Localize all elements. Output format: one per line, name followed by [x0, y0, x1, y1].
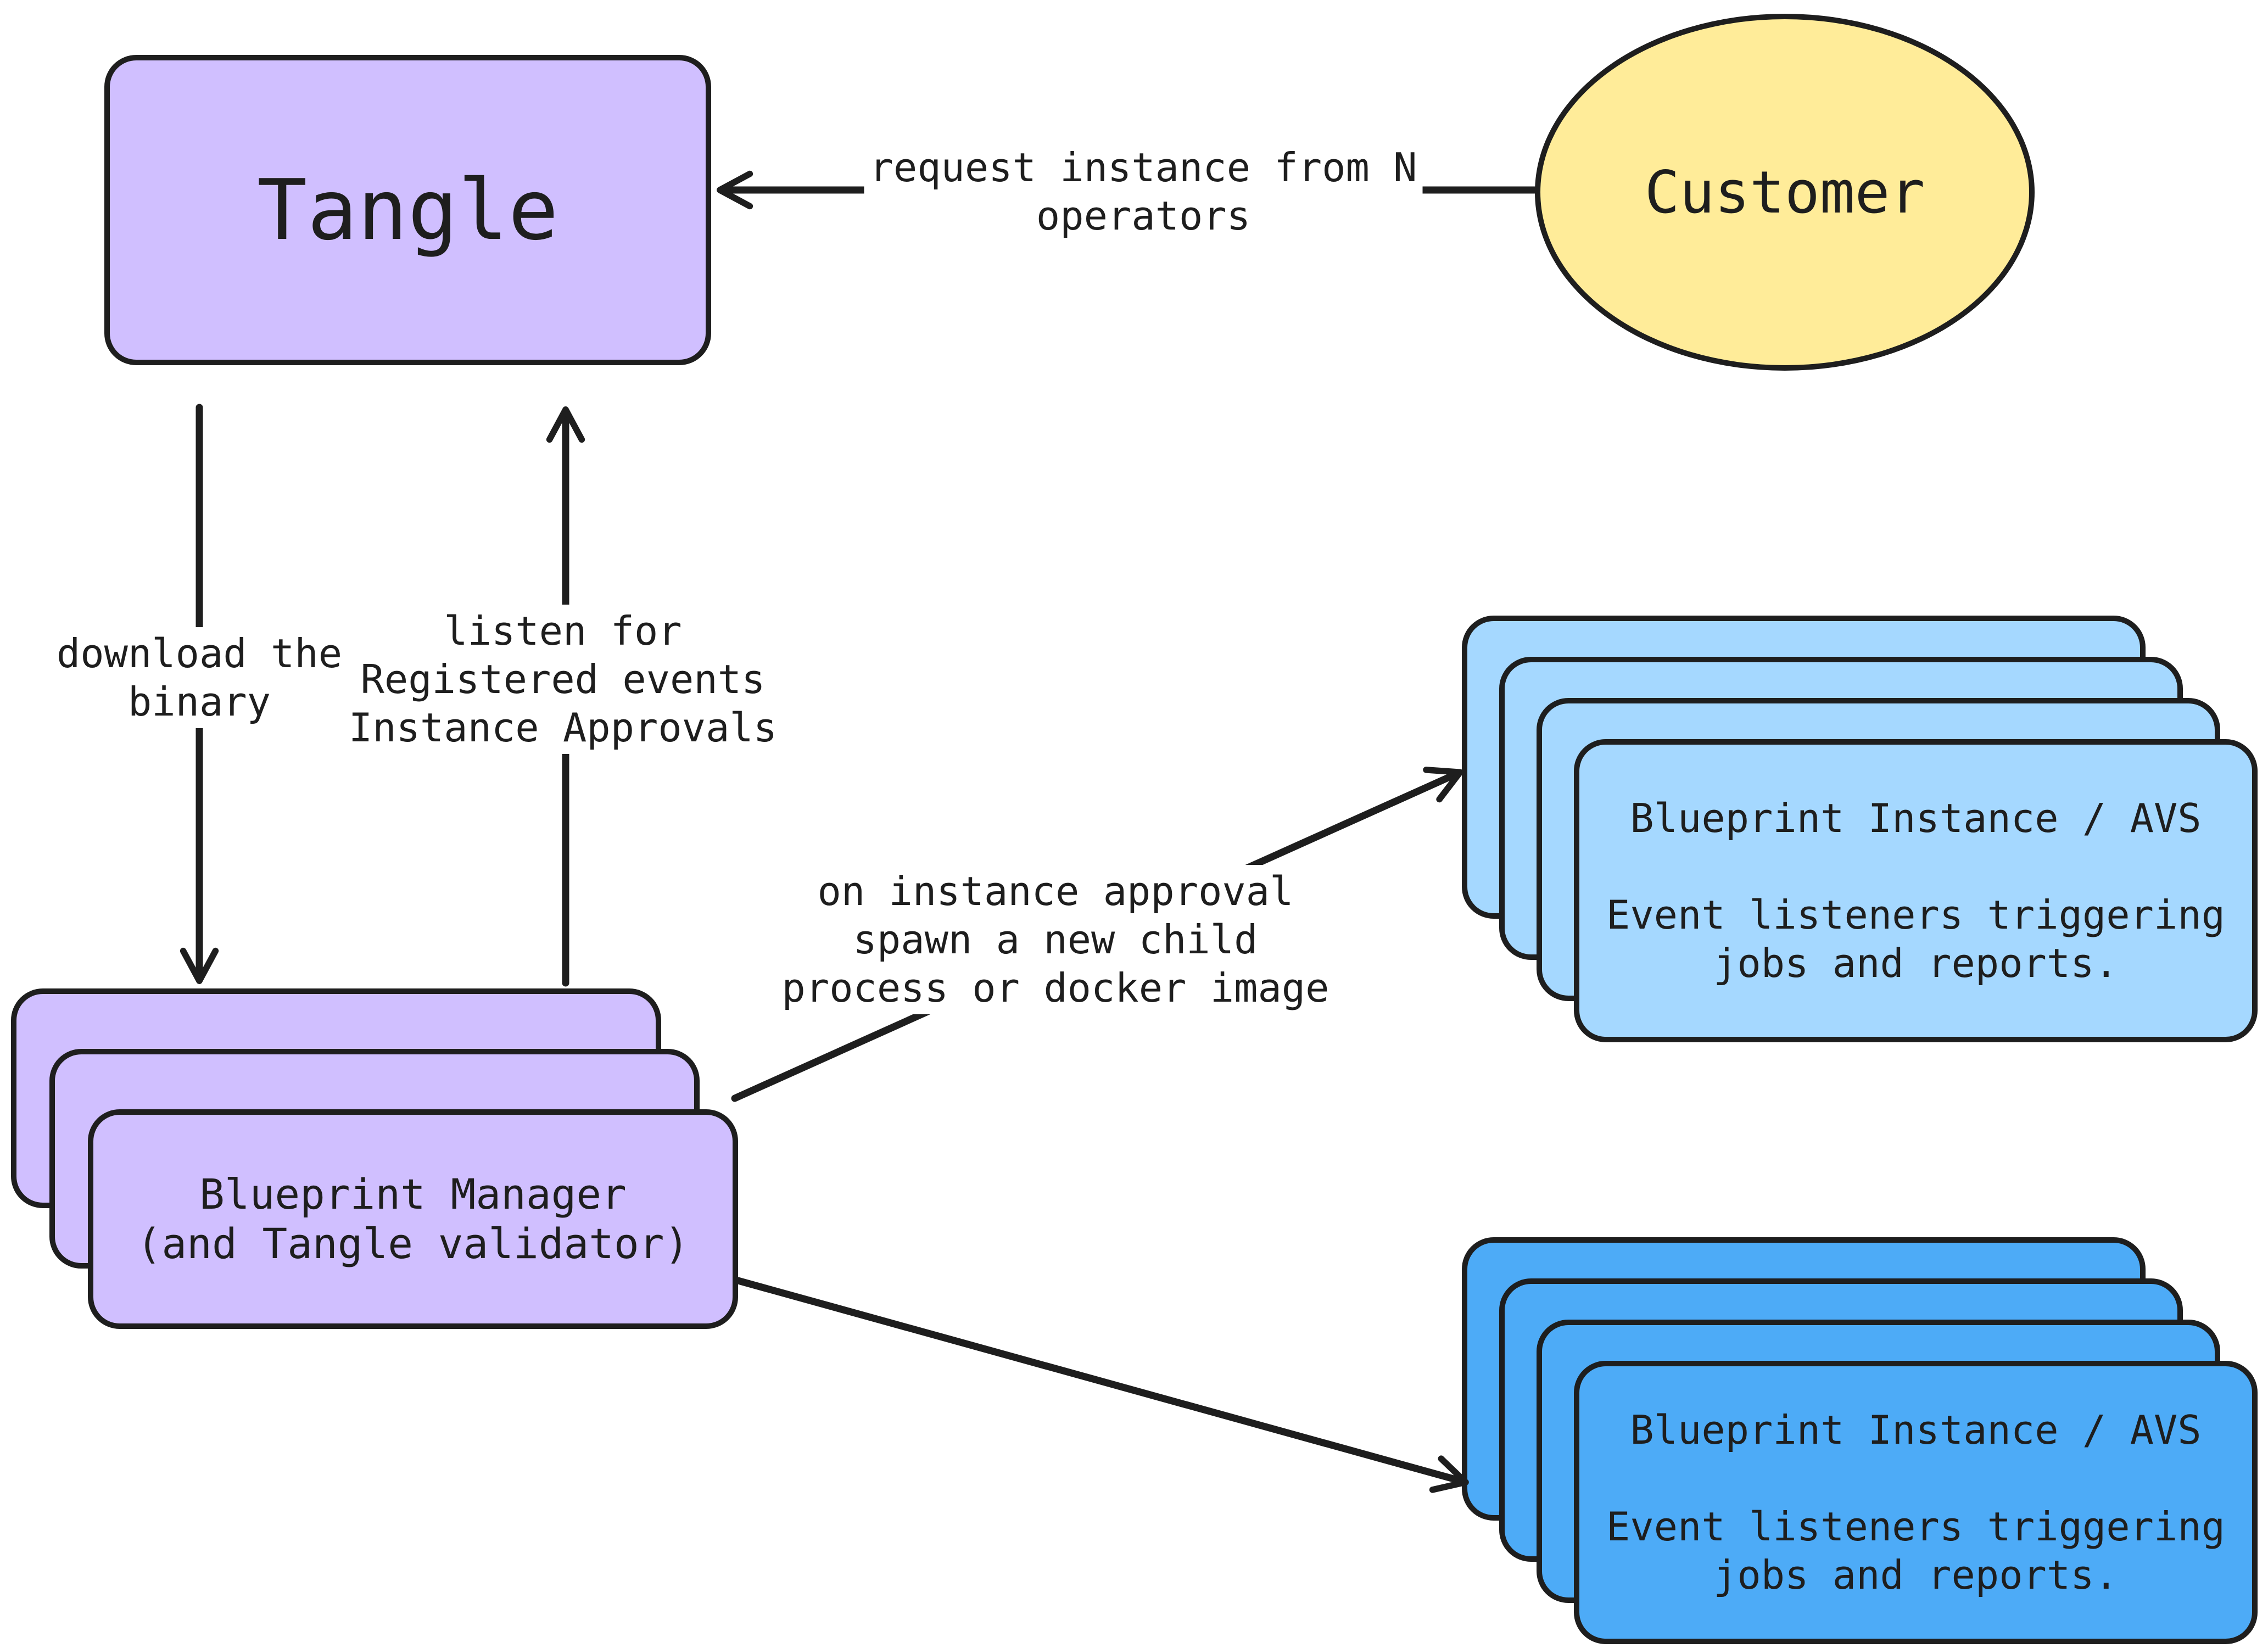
customer-label: Customer	[1644, 158, 1925, 226]
edge-spawn-instance-dark-arrow	[734, 1277, 1469, 1493]
blueprint-instance-light-label: Blueprint Instance / AVS Event listeners…	[1606, 795, 2226, 986]
tangle-label: Tangle	[256, 161, 559, 259]
customer-node: Customer	[1535, 14, 2035, 371]
edge-label-request-instance: request instance from N operators	[864, 141, 1423, 242]
edge-label-listen-events: listen for Registered events Instance Ap…	[343, 605, 783, 754]
blueprint-manager-node: Blueprint Manager (and Tangle validator)	[88, 1109, 738, 1329]
blueprint-instance-dark-node: Blueprint Instance / AVS Event listeners…	[1574, 1361, 2258, 1644]
blueprint-instance-dark-label: Blueprint Instance / AVS Event listeners…	[1606, 1407, 2226, 1598]
edge-label-download-binary: download the binary	[51, 627, 348, 728]
tangle-node: Tangle	[104, 55, 711, 365]
edge-label-spawn-instance: on instance approval spawn a new child p…	[776, 865, 1335, 1014]
blueprint-manager-label: Blueprint Manager (and Tangle validator)	[136, 1170, 690, 1268]
blueprint-instance-light-node: Blueprint Instance / AVS Event listeners…	[1574, 739, 2258, 1042]
